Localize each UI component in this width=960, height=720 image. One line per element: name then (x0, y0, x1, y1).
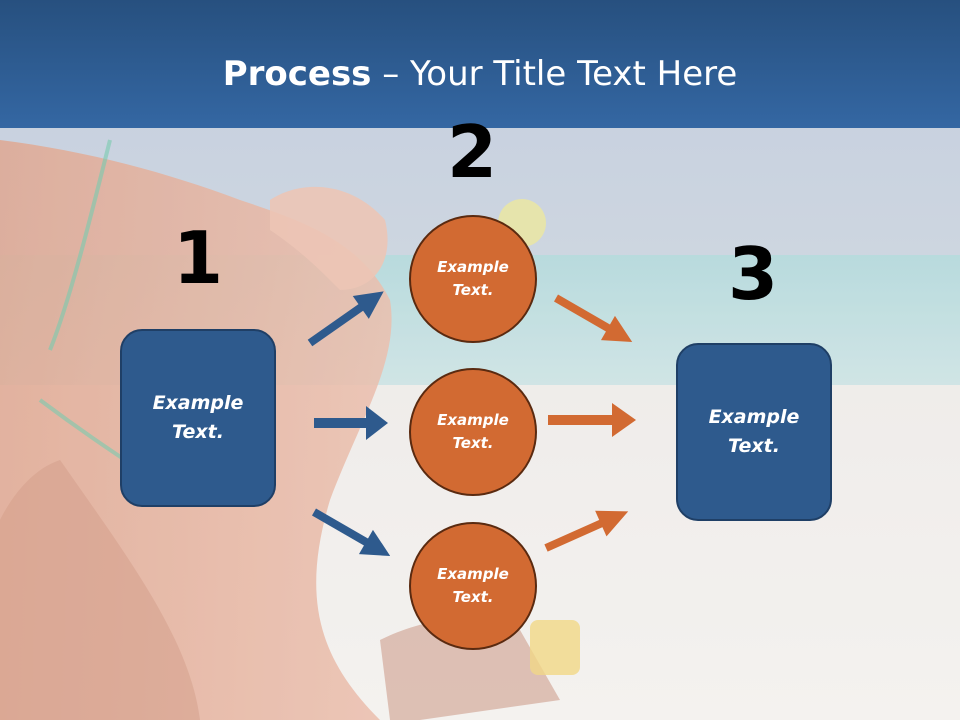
bottom-circle: Example Text. (409, 522, 537, 650)
slide-title: Process – Your Title Text Here (0, 50, 960, 98)
step-number-2: 2 (446, 110, 498, 194)
left-box-label: Example Text. (152, 392, 244, 443)
right-box-label: Example Text. (708, 406, 800, 457)
title-rest: – Your Title Text Here (371, 54, 738, 94)
title-bold: Process (222, 54, 372, 94)
right-process-box: Example Text. (676, 343, 832, 521)
middle-circle: Example Text. (409, 368, 537, 496)
middle-circle-label: Example Text. (437, 411, 509, 452)
step-number-3: 3 (727, 232, 779, 316)
bottom-circle-label: Example Text. (437, 565, 509, 606)
top-circle: Example Text. (409, 215, 537, 343)
top-circle-label: Example Text. (437, 258, 509, 299)
step-number-1: 1 (172, 216, 224, 300)
left-process-box: Example Text. (120, 329, 276, 507)
